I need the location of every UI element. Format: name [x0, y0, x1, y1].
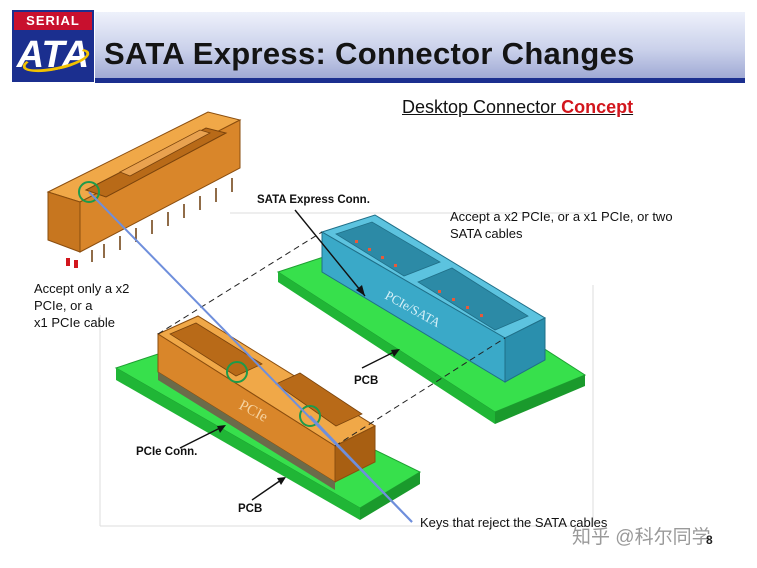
sata-conn-slot-1: [335, 221, 441, 277]
plug-red-pin-1: [66, 258, 70, 266]
label-accept-only: Accept only a x2 PCIe, or a x1 PCIe cabl…: [34, 280, 129, 331]
pcb-top-right-edge: [278, 272, 495, 424]
subtitle-accent: Concept: [561, 97, 634, 117]
subtitle: Desktop Connector Concept: [402, 97, 633, 118]
arrow-pcb-bottom-head: [277, 477, 286, 485]
arrow-pcie-conn-head: [217, 425, 226, 433]
label-accept-x2-line1: Accept a x2 PCIe, or a x1 PCIe, or two: [450, 209, 673, 224]
arrow-sata-conn-line: [294, 209, 366, 297]
label-pcb-bottom: PCB: [238, 503, 263, 515]
label-pcie-conn: PCIe Conn.: [136, 446, 198, 458]
plug-pins: [91, 178, 233, 262]
logo-top-text: SERIAL: [14, 12, 92, 30]
dashed-alignment-line-1: [157, 231, 323, 335]
page-number: 8: [706, 533, 713, 547]
arrow-pcie-conn-line: [179, 425, 225, 449]
serial-ata-logo: SERIAL ATA: [12, 10, 94, 82]
label-pcb-top: PCB: [354, 375, 379, 387]
pcie-conn-side-face: [334, 425, 376, 483]
blue-leader-line-pcie: [309, 415, 413, 523]
pcb-top-right-side: [495, 375, 585, 424]
arrow-pcb-top-line: [361, 349, 399, 369]
plug-red-pin-2: [74, 260, 78, 268]
pcie-conn-slot-2: [275, 372, 363, 427]
label-accept-x2: Accept a x2 PCIe, or a x1 PCIe, or two S…: [450, 208, 740, 242]
label-accept-only-line2: PCIe, or a: [34, 298, 93, 313]
label-accept-x2-line2: SATA cables: [450, 226, 523, 241]
watermark: 知乎 @科尔同学: [572, 527, 711, 548]
cable-plug: [46, 111, 242, 268]
sata-conn-contacts: [355, 240, 483, 317]
label-accept-only-line1: Accept only a x2: [34, 281, 130, 296]
pcb-bottom-side: [360, 472, 420, 520]
sata-conn-side-face: [504, 317, 546, 383]
pcie-conn-base: [158, 372, 335, 490]
title-banner-stripe: [95, 78, 745, 83]
subtitle-lead: Desktop Connector: [402, 97, 562, 117]
arrow-pcb-bottom-line: [251, 477, 285, 501]
plug-key-highlight-circle: [78, 181, 100, 203]
label-keys-reject: Keys that reject the SATA cables: [420, 515, 608, 530]
plug-slot-key: [119, 129, 212, 177]
label-accept-only-line3: x1 PCIe cable: [34, 315, 115, 330]
page-title: SATA Express: Connector Changes: [104, 36, 635, 71]
dashed-alignment-line-2: [334, 337, 506, 447]
pcie-assembly: [114, 315, 422, 520]
plug-left-face: [47, 191, 81, 253]
logo-main-text: ATA: [14, 30, 92, 80]
arrow-pcb-top-head: [391, 349, 400, 357]
sata-conn-slot-2: [417, 267, 529, 331]
pcie-key-highlight-circle-2: [299, 405, 321, 427]
pcb-bottom-edge: [116, 368, 360, 520]
arrow-sata-conn-head: [356, 285, 365, 296]
title-banner: [95, 12, 745, 82]
pcie-key-highlight-circle-1: [226, 361, 248, 383]
label-sata-express-conn: SATA Express Conn.: [257, 194, 370, 206]
